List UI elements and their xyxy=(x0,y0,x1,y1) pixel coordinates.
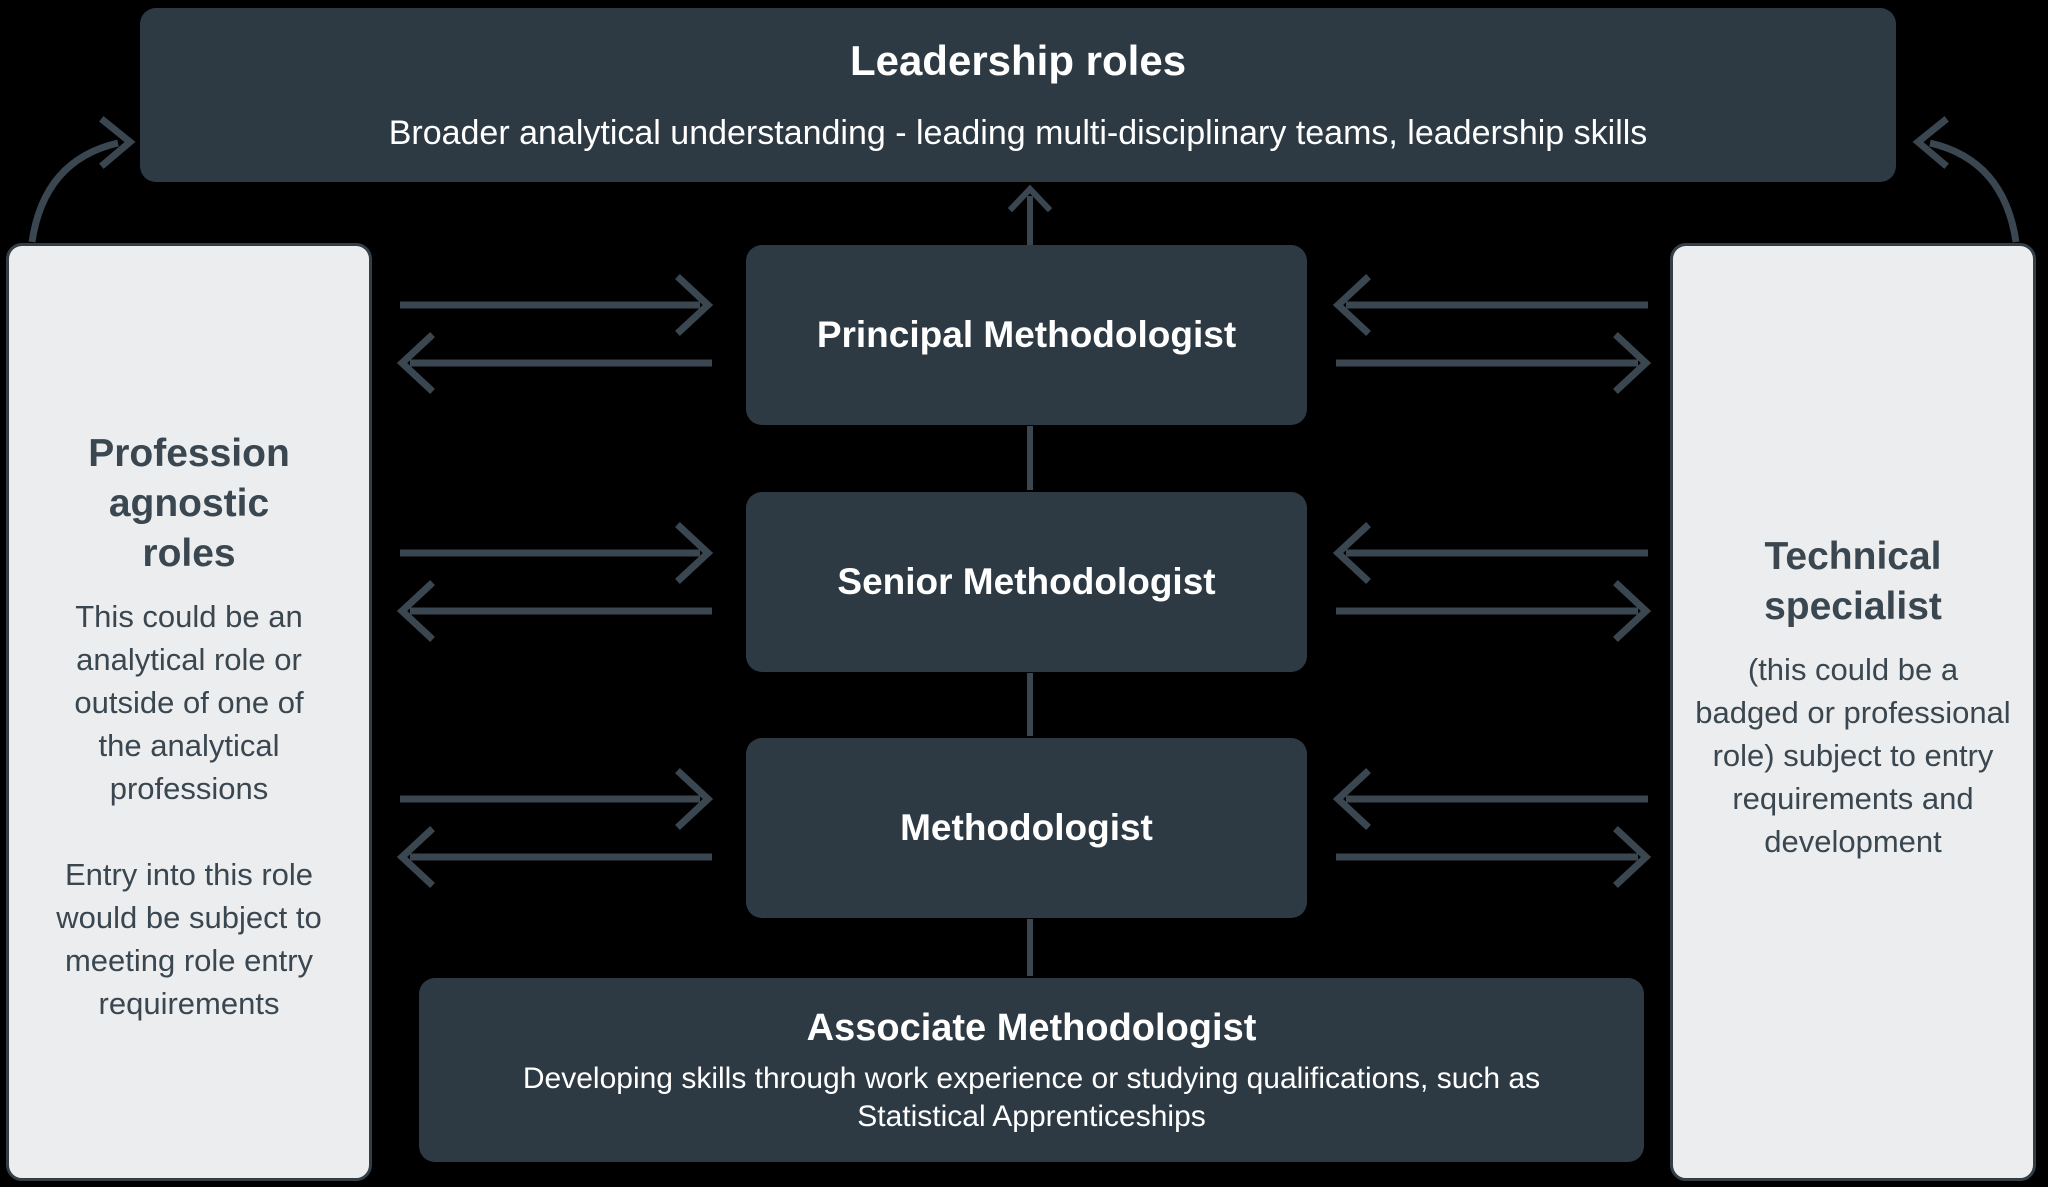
technical-specialist-panel: Technical specialist (this could be a ba… xyxy=(1670,243,2036,1181)
principal-methodologist-label: Principal Methodologist xyxy=(816,314,1237,355)
leadership-subtitle: Broader analytical understanding - leadi… xyxy=(388,114,1648,152)
senior-methodologist-box: Senior Methodologist xyxy=(746,492,1307,672)
leadership-title: Leadership roles xyxy=(849,37,1187,84)
profession-agnostic-paragraph-2: Entry into this role would be subject to… xyxy=(56,857,322,1021)
curved-arrow-up-left-icon xyxy=(1929,139,2020,243)
senior-methodologist-label: Senior Methodologist xyxy=(837,561,1216,602)
methodologist-label: Methodologist xyxy=(900,807,1153,848)
methodologist-box: Methodologist xyxy=(746,738,1307,918)
associate-methodologist-title: Associate Methodologist xyxy=(806,1007,1257,1049)
curved-arrow-up-right-icon xyxy=(99,116,136,169)
arrow-left-icon xyxy=(396,332,435,394)
principal-methodologist-box: Principal Methodologist xyxy=(746,245,1307,425)
arrow-left-icon xyxy=(1332,274,1371,336)
arrow-right-icon xyxy=(1613,826,1652,888)
arrow-right-icon xyxy=(675,522,714,584)
arrow-left-icon xyxy=(396,580,435,642)
curved-arrow-up-right-icon xyxy=(28,139,119,243)
curved-arrow-up-left-icon xyxy=(1912,116,1949,169)
profession-agnostic-heading: Profession agnostic roles xyxy=(88,432,290,575)
profession-agnostic-panel: Profession agnostic roles This could be … xyxy=(6,243,372,1181)
arrow-right-icon xyxy=(675,274,714,336)
arrow-left-icon xyxy=(396,826,435,888)
associate-methodologist-box: Associate Methodologist Developing skill… xyxy=(419,978,1644,1162)
associate-methodologist-subtitle: Developing skills through work experienc… xyxy=(522,1062,1541,1133)
arrow-right-icon xyxy=(1613,332,1652,394)
technical-specialist-body: (this could be a badged or professional … xyxy=(1695,651,2011,859)
arrow-left-icon xyxy=(1332,522,1371,584)
arrow-right-icon xyxy=(1613,580,1652,642)
arrow-right-icon xyxy=(675,768,714,830)
arrow-up-icon xyxy=(1007,184,1053,213)
leadership-roles-box: Leadership roles Broader analytical unde… xyxy=(140,8,1896,182)
profession-agnostic-paragraph-1: This could be an analytical role or outs… xyxy=(74,599,304,806)
arrow-left-icon xyxy=(1332,768,1371,830)
technical-specialist-heading: Technical specialist xyxy=(1764,534,1942,628)
